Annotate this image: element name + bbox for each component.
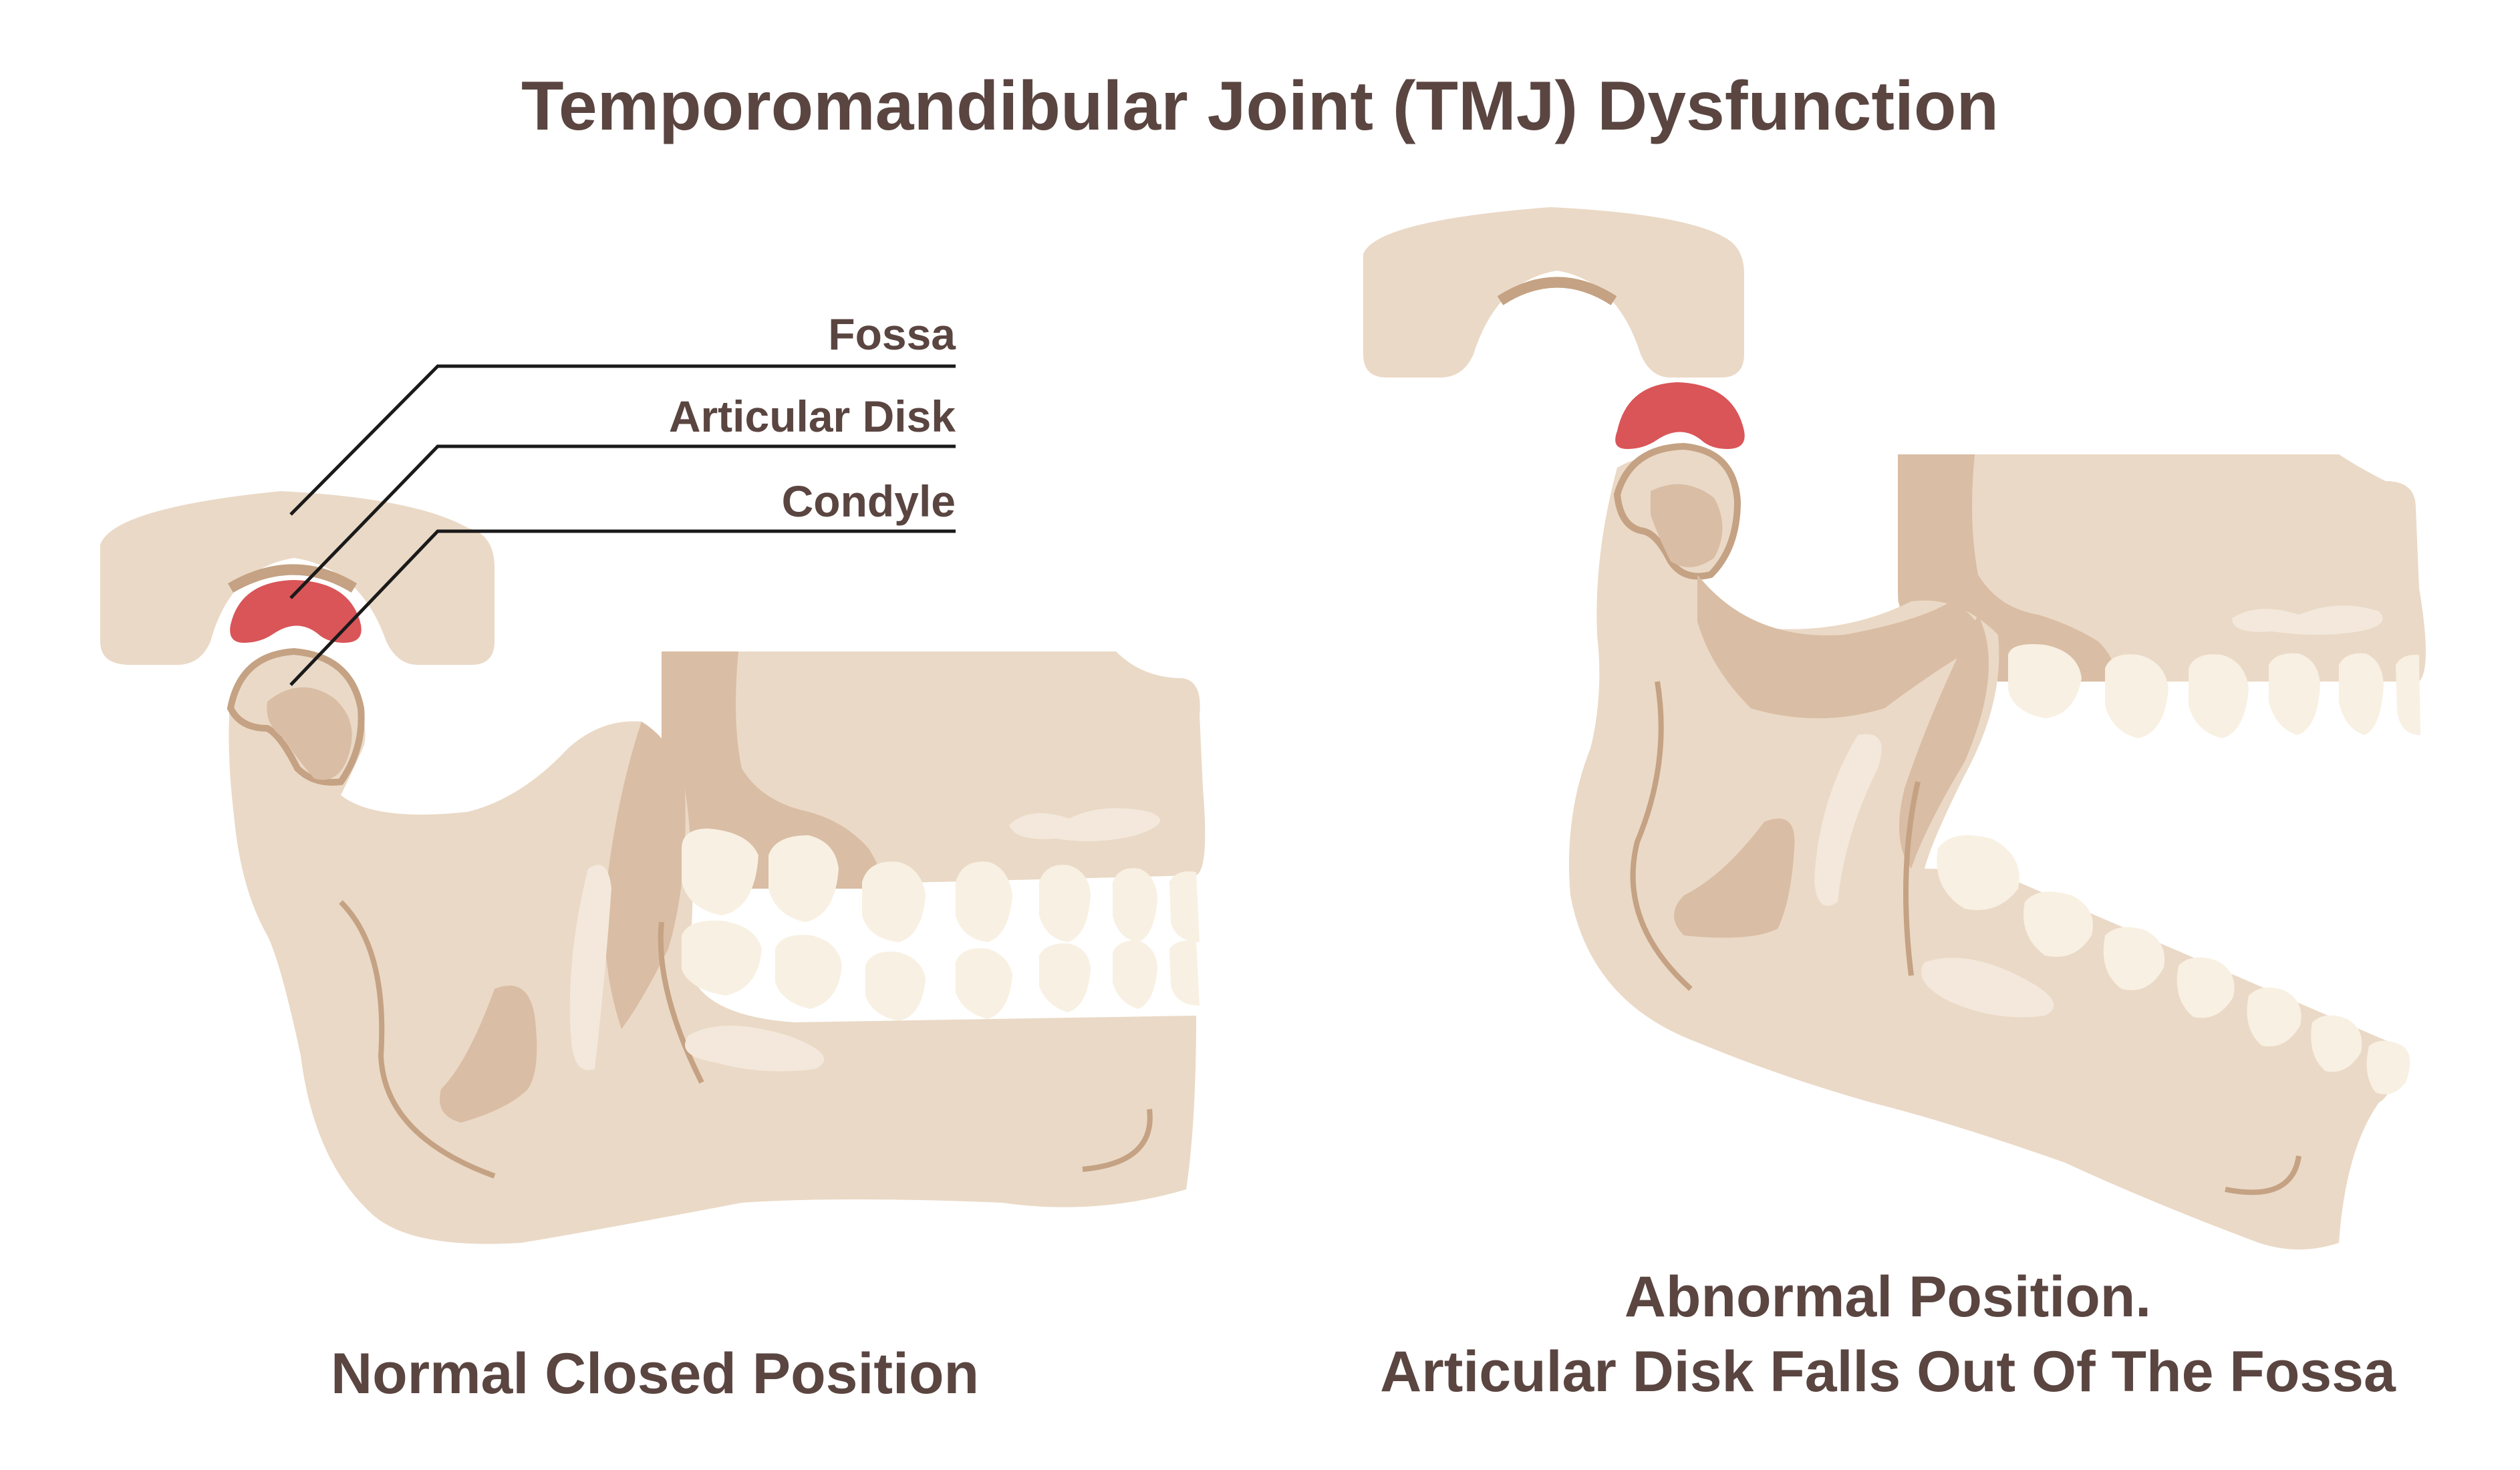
diagram-title: Temporomandibular Joint (TMJ) Dysfunctio… bbox=[521, 67, 1999, 145]
ramus-edge-right bbox=[1899, 615, 1989, 869]
lower-teeth-right bbox=[1937, 835, 2410, 1094]
lower-tooth bbox=[1113, 940, 1157, 1009]
lower-gum-highlight-right bbox=[1921, 958, 2054, 1018]
gum-highlight-right bbox=[2232, 605, 2383, 635]
upper-tooth bbox=[2396, 654, 2420, 735]
mandible-contour-left bbox=[339, 900, 496, 1179]
mandible-contour-right bbox=[1630, 681, 1693, 991]
fossa-bone-left bbox=[100, 491, 495, 665]
lower-tooth bbox=[2177, 957, 2235, 1018]
gum-highlight-left bbox=[1009, 808, 1160, 841]
lower-tooth bbox=[2247, 987, 2301, 1047]
ramus-contour-left bbox=[658, 921, 704, 1084]
upper-tooth bbox=[682, 829, 758, 915]
condyle-leader-line bbox=[289, 529, 956, 686]
lower-tooth bbox=[1039, 943, 1091, 1012]
lower-tooth bbox=[682, 920, 762, 996]
upper-tooth bbox=[768, 835, 839, 922]
fossa-leader-line bbox=[289, 364, 956, 516]
ramus-highlight-left bbox=[569, 865, 611, 1070]
upper-tooth bbox=[2008, 644, 2082, 718]
fossa-curve-right bbox=[1497, 277, 1617, 305]
maxilla-shade-left bbox=[662, 651, 883, 889]
upper-tooth bbox=[956, 861, 1012, 942]
abnormal-jaw-illustration bbox=[1363, 207, 2426, 1250]
articular-disk-right bbox=[1615, 382, 1745, 449]
abnormal-position-caption-line1: Abnormal Position. bbox=[1624, 1265, 2152, 1329]
upper-tooth bbox=[2339, 653, 2384, 735]
fossa-curve-left bbox=[227, 564, 358, 593]
chin-contour-right bbox=[2225, 1155, 2301, 1195]
ramus-shade-right bbox=[1697, 575, 1985, 718]
condyle-label: Condyle bbox=[781, 476, 956, 526]
lower-tooth bbox=[1937, 835, 2019, 910]
lower-tooth bbox=[865, 951, 926, 1021]
upper-tooth bbox=[1169, 871, 1200, 942]
articular-disk-label: Articular Disk bbox=[668, 392, 956, 441]
upper-tooth bbox=[2105, 654, 2168, 738]
upper-tooth bbox=[1113, 868, 1157, 942]
ramus-highlight-right bbox=[1814, 734, 1882, 906]
upper-tooth bbox=[862, 861, 926, 942]
normal-position-caption: Normal Closed Position bbox=[330, 1342, 980, 1406]
articular-disk-left bbox=[230, 580, 362, 643]
lower-tooth bbox=[2023, 891, 2093, 957]
upper-teeth-left bbox=[682, 829, 1200, 942]
fossa-bone-right bbox=[1363, 207, 1744, 378]
lower-tooth bbox=[956, 948, 1012, 1019]
condyle-shade-right bbox=[1651, 484, 1723, 567]
fossa-label: Fossa bbox=[828, 309, 956, 359]
mandible-notch-right bbox=[1674, 819, 1795, 938]
ramus-shade-left bbox=[604, 722, 686, 1029]
abnormal-position-caption-line2: Articular Disk Falls Out Of The Fossa bbox=[1380, 1340, 2396, 1404]
chin-contour-left bbox=[1082, 1109, 1153, 1172]
lower-teeth-left bbox=[682, 920, 1200, 1021]
upper-tooth bbox=[1039, 865, 1091, 942]
normal-jaw-illustration bbox=[100, 364, 1206, 1244]
lower-tooth bbox=[2103, 927, 2165, 990]
upper-teeth-right bbox=[2008, 644, 2420, 738]
disk-leader-line bbox=[289, 444, 956, 599]
mandible-notch-left bbox=[440, 986, 537, 1123]
upper-tooth bbox=[2189, 654, 2249, 738]
lower-gum-highlight-left bbox=[685, 1026, 825, 1072]
lower-tooth bbox=[2311, 1015, 2362, 1072]
upper-tooth bbox=[2269, 653, 2320, 735]
lower-tooth bbox=[1169, 940, 1200, 1006]
ramus-contour-right bbox=[1903, 781, 1921, 976]
condyle-shade-left bbox=[267, 687, 352, 780]
lower-tooth bbox=[775, 935, 842, 1009]
lower-tooth bbox=[2366, 1040, 2410, 1094]
